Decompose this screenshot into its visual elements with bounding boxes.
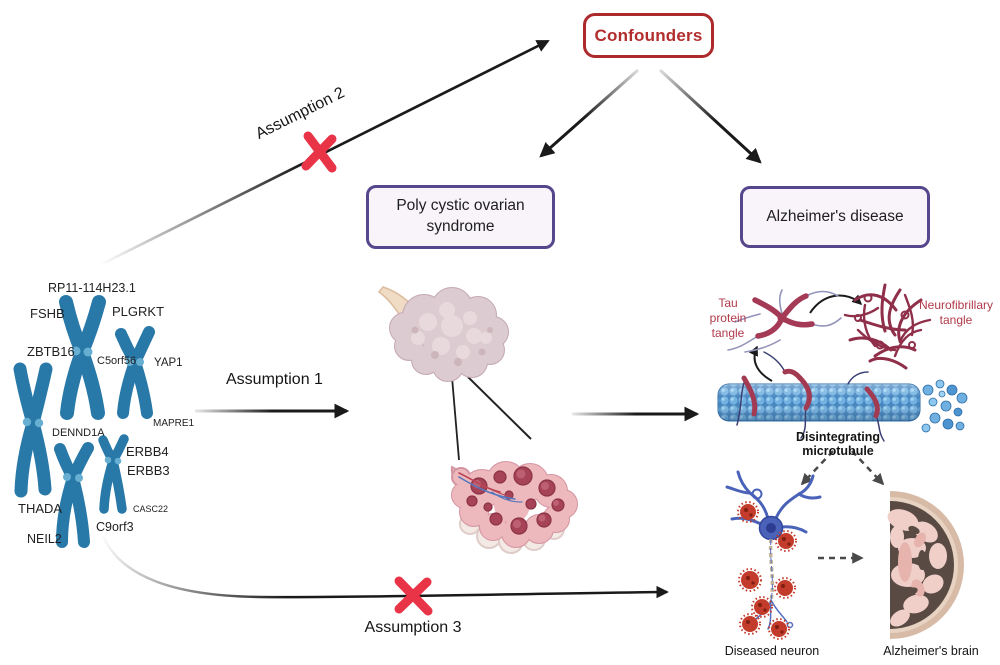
gene-label-c5orf56: C5orf56 (97, 355, 137, 367)
amyloid-plaques (737, 501, 797, 640)
diseased-neuron-illustration (725, 470, 822, 640)
tau-protein-tangle-label: Tau protein tangle (709, 296, 747, 340)
confounders-box: Confounders (583, 13, 714, 58)
arrow-tau-to-neurofibrillary (809, 294, 863, 314)
gene-label-fshb: FSHB (30, 306, 65, 321)
neurofibrillary-tangle-label: Neurofibrillary tangle (918, 298, 994, 327)
microtubule-illustration (717, 351, 968, 442)
red-cross-assumption2 (301, 131, 337, 173)
gene-label-neil2: NEIL2 (27, 532, 62, 546)
disintegrating-microtubule-label: Disintegrating microtubule (795, 430, 881, 458)
tau-protein-tangle-illustration (727, 289, 842, 353)
assumption1-label: Assumption 1 (226, 371, 323, 388)
assumption3-label: Assumption 3 (364, 619, 462, 636)
pcos-label: Poly cystic ovarian syndrome (396, 197, 525, 235)
gene-label-rp11-114h23: RP11-114H23.1 (48, 281, 136, 295)
alzheimers-brain-label: Alzheimer's brain (883, 644, 979, 658)
neurofibrillary-tangle-illustration (843, 283, 932, 370)
gene-label-mapre1: MAPRE1 (153, 418, 195, 429)
gene-label-zbtb16: ZBTB16 (27, 344, 75, 359)
red-cross-assumption3 (394, 576, 433, 616)
gene-label-dennd1a: DENND1A (52, 427, 105, 439)
alzheimers-disease-label: Alzheimer's disease (766, 207, 904, 225)
confounders-label: Confounders (594, 25, 703, 45)
chromosomes-illustration (13, 295, 155, 548)
arrow-confounders-to-pcos (539, 68, 639, 158)
gene-label-erbb3: ERBB3 (127, 463, 170, 478)
gene-label-thada: THADA (18, 501, 63, 516)
dashed-arrow-microtubule-to-neuron (800, 450, 834, 486)
alzheimers-disease-box: Alzheimer's disease (740, 186, 930, 248)
ovary-cross-section-illustration (450, 461, 578, 554)
gene-label-c9orf3: C9orf3 (96, 520, 134, 534)
gene-label-casc22: CASC22 (133, 504, 169, 514)
gene-label-yap1: YAP1 (154, 357, 183, 369)
pcos-box: Poly cystic ovarian syndrome (366, 185, 555, 249)
gene-label-plgrkt: PLGRKT (112, 304, 165, 319)
diseased-neuron-label: Diseased neuron (724, 644, 820, 658)
arrow-confounders-to-ad (658, 68, 762, 164)
gene-label-erbb4: ERBB4 (126, 444, 169, 459)
arrow-assumption3-genes-to-outcome (101, 535, 669, 599)
ovary-whole-illustration (377, 286, 509, 382)
ovary-section-leader-lines (451, 376, 532, 461)
dashed-arrow-microtubule-to-brain (851, 450, 885, 486)
alzheimers-brain-illustration (887, 491, 964, 639)
